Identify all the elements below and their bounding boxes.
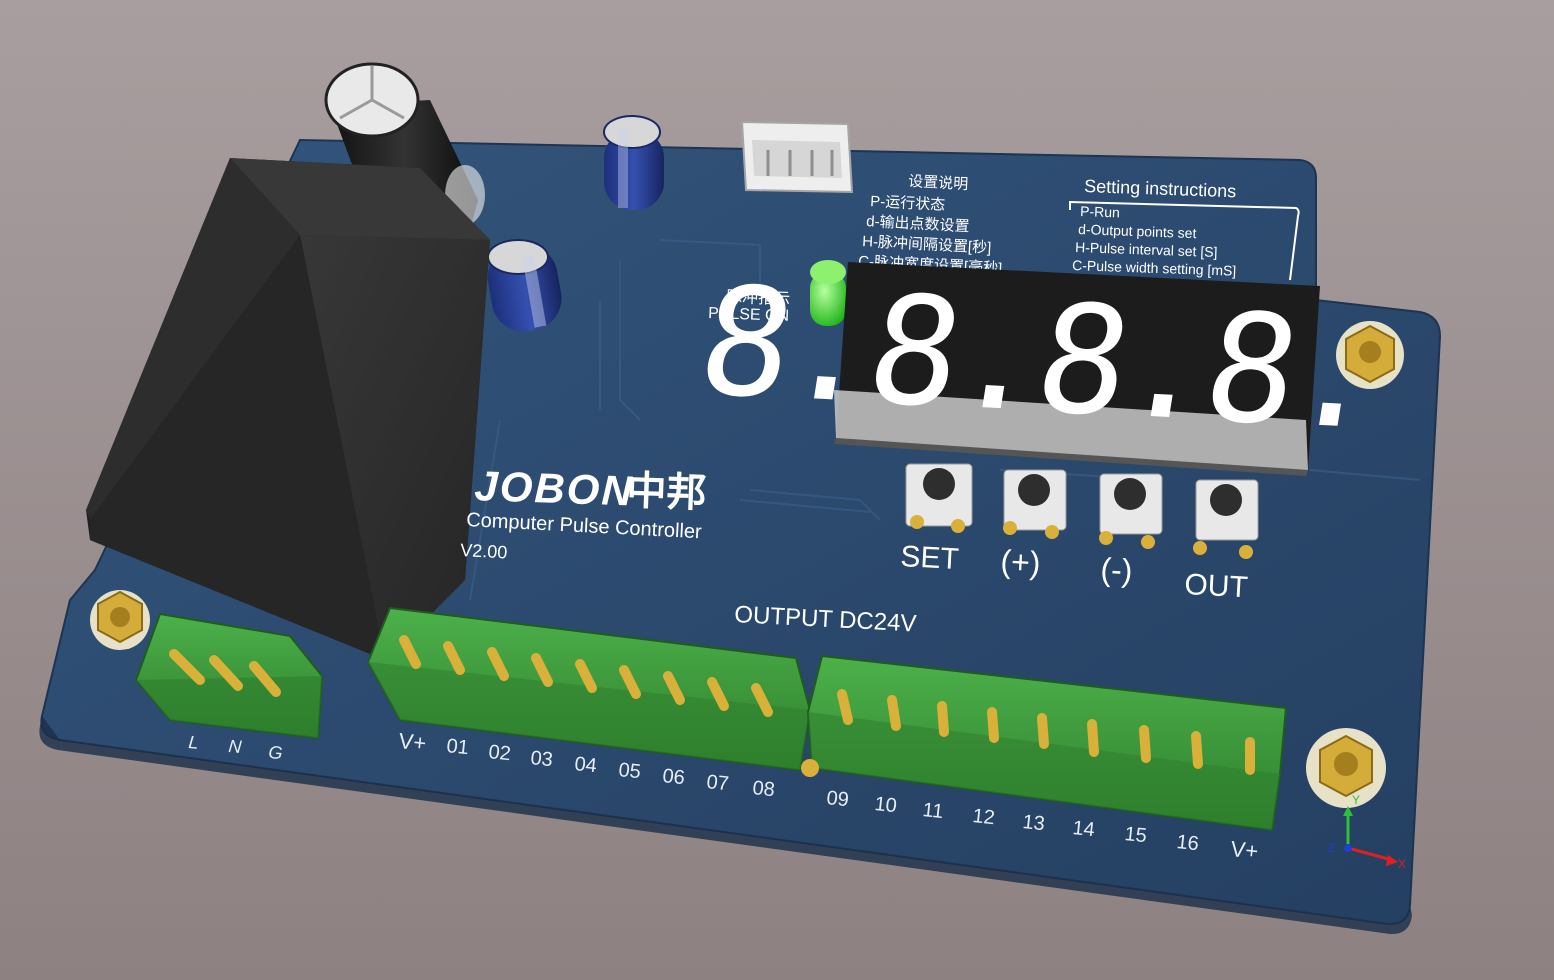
- terminal-right-pins: [837, 689, 1255, 775]
- instructions-cn-title: 设置说明: [908, 173, 969, 193]
- button-out-label: OUT: [1184, 568, 1249, 604]
- terminal-label: 09: [825, 787, 849, 811]
- terminal-power-pins: [169, 649, 281, 697]
- power-label-l: L: [188, 732, 200, 753]
- relay: [86, 158, 490, 660]
- axis-gizmo: X Y Z: [1328, 793, 1406, 871]
- terminal-right: [801, 654, 1288, 832]
- mount-nut-left: [90, 590, 150, 650]
- pulse-label-cn: 脉冲指示: [726, 288, 791, 308]
- terminal-label: V+: [397, 728, 427, 756]
- instructions-en: Setting instructions P-Run d-Output poin…: [1069, 176, 1300, 281]
- instructions-en-line: C-Pulse width setting [mS]: [1072, 257, 1237, 279]
- power-label-g: G: [268, 742, 284, 763]
- terminal-label: 08: [751, 777, 775, 801]
- brand-logo-latin: JOBON: [474, 462, 635, 515]
- terminal-left-labels: V+ 01 02 03 04 05 06 07 08: [397, 728, 775, 801]
- capacitor-small-1: [603, 115, 664, 210]
- mount-nut-right-top: [1336, 321, 1404, 389]
- instructions-en-line: d-Output points set: [1078, 221, 1197, 241]
- instructions-en-line: H-Pulse interval set [S]: [1075, 239, 1218, 260]
- brand-logo-cn: 中邦: [626, 469, 707, 516]
- terminal-power-labels: L N G: [188, 732, 284, 763]
- button-out[interactable]: [1193, 479, 1259, 559]
- pulse-indicator: 脉冲指示 PULSE ON: [708, 260, 846, 326]
- terminal-power: [134, 612, 324, 740]
- terminal-label: 06: [661, 765, 685, 789]
- pulse-label-en: PULSE ON: [708, 305, 789, 325]
- firmware-version: V2.00: [460, 540, 508, 562]
- axis-label-x: X: [1398, 857, 1406, 871]
- instructions-cn-line: d-输出点数设置: [866, 213, 970, 235]
- terminal-left-pins: [399, 635, 773, 717]
- button-minus-label: (-): [1100, 551, 1134, 589]
- display-digits: 8.8.8.8.: [688, 254, 1389, 463]
- button-set[interactable]: [905, 463, 973, 533]
- terminal-label: V+: [1229, 836, 1259, 864]
- button-plus-label: (+): [1000, 543, 1042, 581]
- capacitor-small-2: [487, 239, 562, 332]
- header-connector: [740, 120, 854, 194]
- terminal-label: 04: [573, 753, 597, 777]
- terminal-label: 07: [705, 771, 729, 795]
- seven-segment-display: 8.8.8.8.: [688, 254, 1389, 476]
- terminal-label: 12: [971, 805, 995, 829]
- terminal-right-labels: 09 10 11 12 13 14 15 16 V+: [825, 787, 1259, 864]
- button-plus[interactable]: [1003, 469, 1067, 539]
- terminal-label: 01: [445, 735, 469, 759]
- mount-nut-right-bottom: [1306, 728, 1386, 808]
- power-label-n: N: [228, 736, 244, 757]
- instructions-cn-line: H-脉冲间隔设置[秒]: [862, 233, 992, 257]
- terminal-label: 15: [1123, 823, 1147, 847]
- terminal-label: 14: [1071, 817, 1095, 841]
- instructions-en-line: P-Run: [1080, 203, 1120, 220]
- terminal-label: 03: [529, 747, 553, 771]
- terminal-label: 13: [1021, 811, 1045, 835]
- button-set-label: SET: [900, 540, 960, 576]
- terminal-label: 02: [487, 741, 511, 765]
- pulse-led: [810, 260, 846, 326]
- instructions-cn-line: P-运行状态: [870, 193, 946, 214]
- terminal-label: 11: [921, 799, 944, 823]
- button-minus[interactable]: [1099, 473, 1163, 549]
- axis-label-z: Z: [1328, 841, 1335, 855]
- terminal-label: 16: [1175, 831, 1199, 855]
- terminal-label: 10: [873, 793, 897, 817]
- terminal-left: [366, 606, 812, 772]
- terminal-label: 05: [617, 759, 641, 783]
- axis-label-y: Y: [1352, 793, 1360, 807]
